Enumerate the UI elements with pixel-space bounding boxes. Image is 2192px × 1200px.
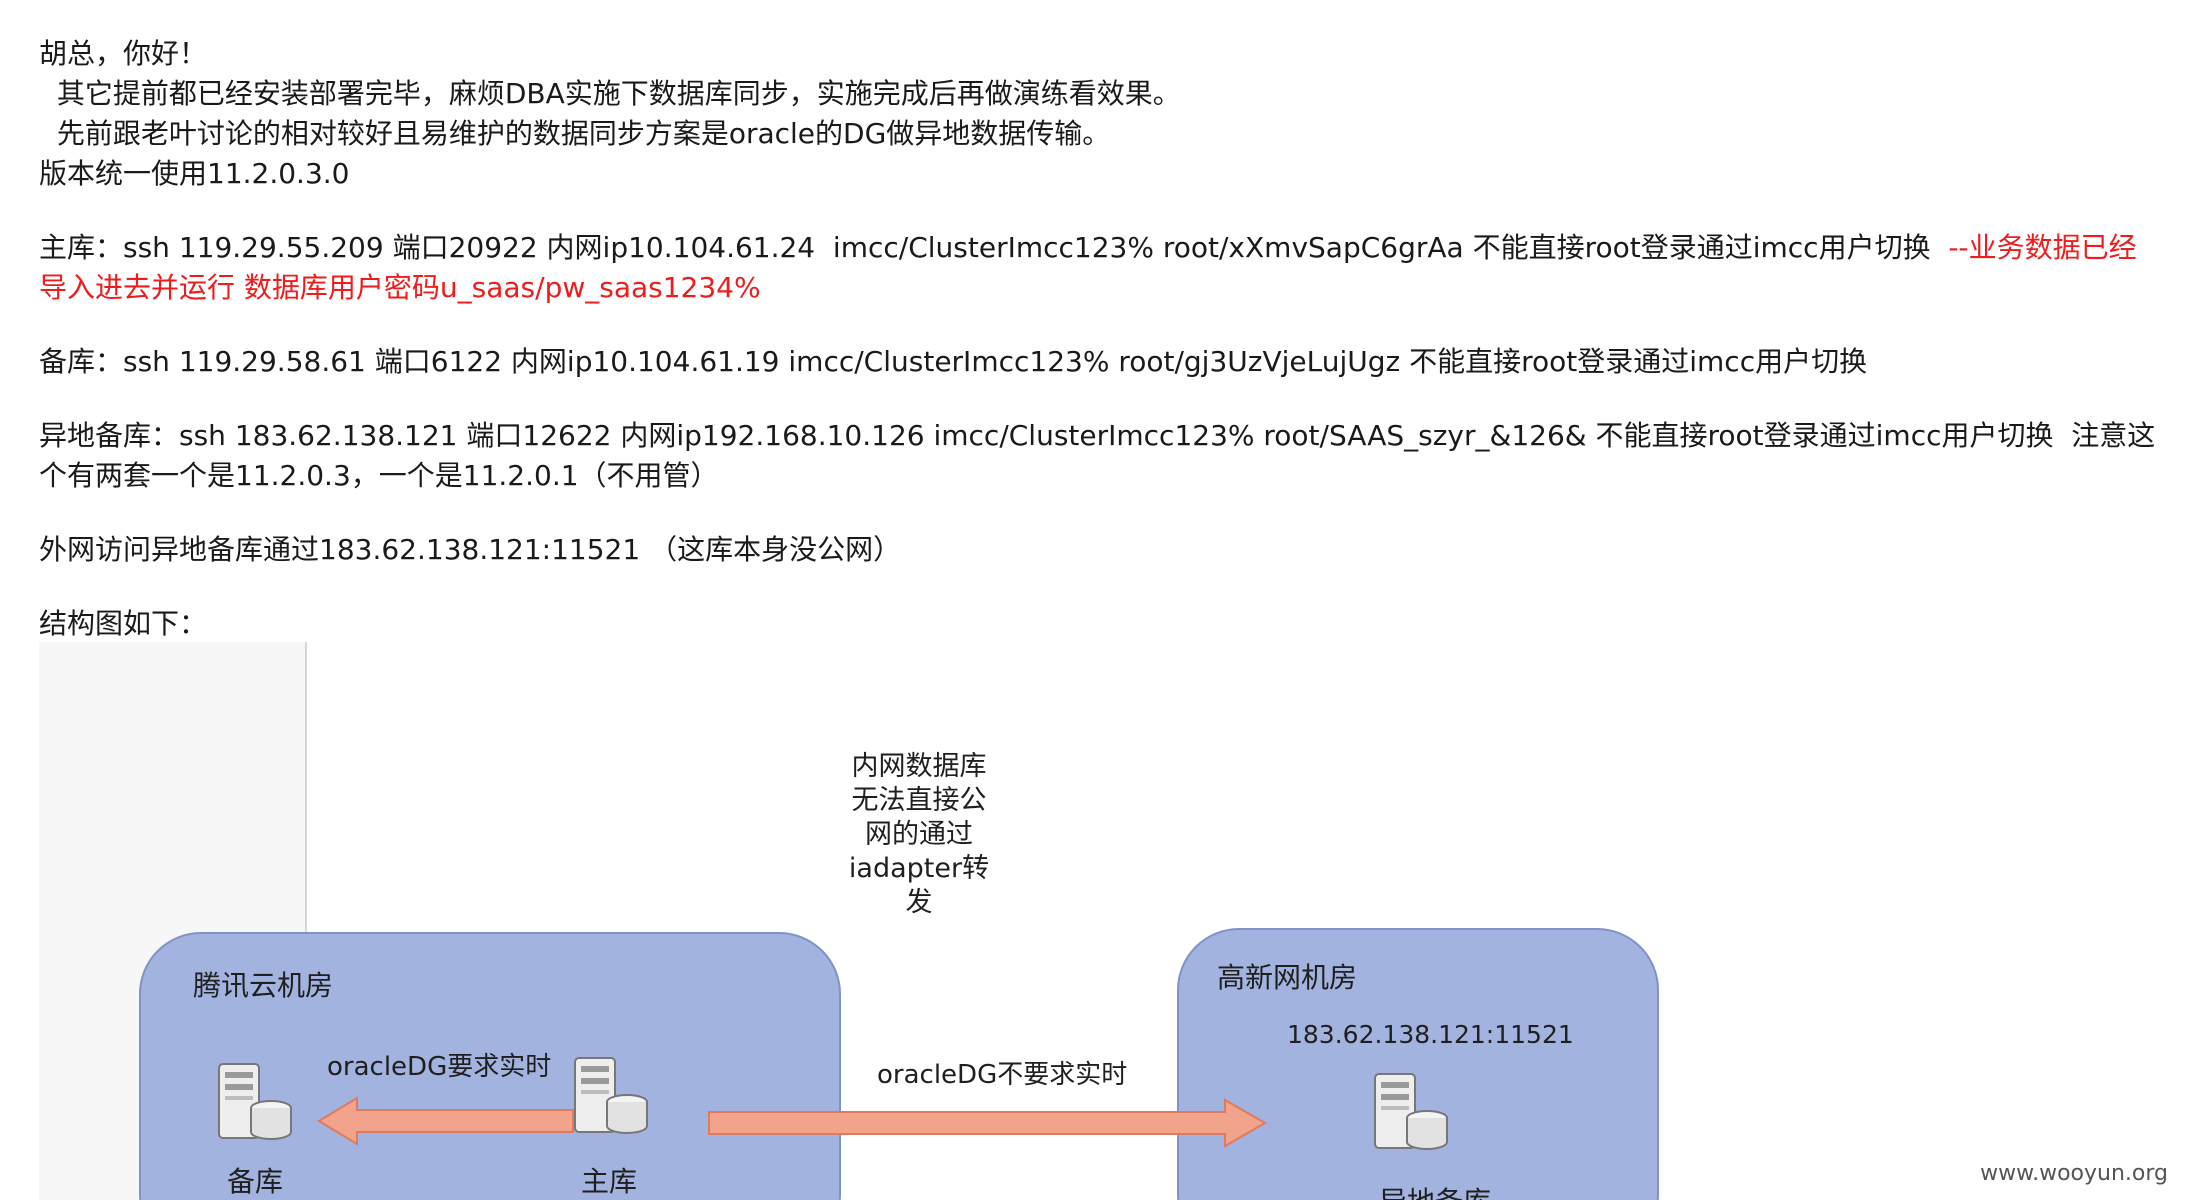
server-database-icon <box>213 1056 297 1146</box>
remote-standby-db-info: 异地备库：ssh 183.62.138.121 端口12622 内网ip192.… <box>39 419 2156 492</box>
standby-db-info: 备库：ssh 119.29.58.61 端口6122 内网ip10.104.61… <box>39 345 1868 378</box>
non-realtime-arrow <box>708 1098 1267 1148</box>
version-line: 版本统一使用11.2.0.3.0 <box>39 157 350 190</box>
non-realtime-sync-label: oracleDG不要求实时 <box>877 1060 1128 1090</box>
server-database-icon <box>1369 1066 1453 1156</box>
remote-standby-db-label: 异地备库 <box>1379 1180 1491 1200</box>
spacer <box>39 570 2159 604</box>
body-line-2: 先前跟老叶讨论的相对较好且易维护的数据同步方案是oracle的DG做异地数据传输… <box>39 117 1111 150</box>
server-database-icon <box>569 1050 653 1140</box>
remote-address-label: 183.62.138.121:11521 <box>1287 1020 1574 1049</box>
structure-intro: 结构图如下： <box>39 607 208 640</box>
gaoxin-room-title: 高新网机房 <box>1217 961 1358 994</box>
watermark: www.wooyun.org <box>1974 1159 2174 1188</box>
external-access-info: 外网访问异地备库通过183.62.138.121:11521 （这库本身没公网） <box>39 533 902 566</box>
gaoxin-room: 高新网机房 <box>1177 928 1659 1200</box>
greeting: 胡总，你好！ <box>39 37 208 70</box>
primary-db-details: 主库：ssh 119.29.55.209 端口20922 内网ip10.104.… <box>39 231 1949 264</box>
realtime-arrow <box>317 1096 574 1146</box>
iadapter-note: 内网数据库无法直接公网的通过iadapter转发 <box>848 751 990 918</box>
email-body: 胡总，你好！ 其它提前都已经安装部署完毕，麻烦DBA实施下数据库同步，实施完成后… <box>39 34 2159 644</box>
tencent-room-title: 腾讯云机房 <box>193 969 334 1002</box>
body-line-1: 其它提前都已经安装部署完毕，麻烦DBA实施下数据库同步，实施完成后再做演练看效果… <box>39 77 1181 110</box>
spacer <box>39 194 2159 228</box>
spacer <box>39 496 2159 530</box>
standby-db-label: 备库 <box>227 1165 284 1198</box>
primary-db-label: 主库 <box>581 1165 638 1198</box>
primary-db-info: 主库：ssh 119.29.55.209 端口20922 内网ip10.104.… <box>39 228 2159 308</box>
primary-db-warning: --业务数据已经导入进去并运行 数据库用户密码u_saas/pw_saas123… <box>39 231 2137 304</box>
architecture-diagram: 内网数据库无法直接公网的通过iadapter转发 腾讯云机房 高新网机房 ora… <box>39 642 1919 1200</box>
realtime-sync-label: oracleDG要求实时 <box>327 1052 552 1082</box>
spacer <box>39 382 2159 416</box>
spacer <box>39 308 2159 342</box>
